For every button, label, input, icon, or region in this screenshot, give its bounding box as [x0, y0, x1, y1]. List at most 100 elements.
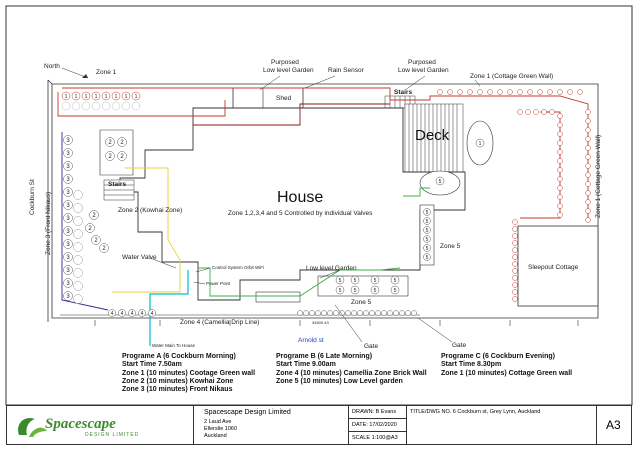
zone-marker — [585, 154, 591, 160]
zone-marker — [118, 309, 126, 317]
zone-marker — [557, 140, 563, 146]
logo-sub: DESIGN LIMITED — [85, 432, 139, 438]
zone-marker-label: 3 — [66, 242, 70, 248]
zone-marker — [339, 310, 345, 316]
zone-marker-label: 1 — [135, 94, 138, 100]
zone-marker-label: 3 — [66, 151, 70, 157]
drawing-title: TITLE/DWG NO. 6 Cockburn st, Grey Lynn, … — [410, 409, 541, 415]
zone-marker-label: 2 — [108, 154, 112, 160]
zone-marker — [512, 275, 518, 281]
house-label: House — [277, 189, 324, 206]
house-outline — [119, 107, 466, 301]
zone-marker — [321, 310, 327, 316]
sleepout-cottage — [517, 225, 599, 307]
sheet-cell: A3 — [596, 406, 632, 444]
zone-marker — [517, 109, 523, 115]
zone-marker-label: 5 — [426, 255, 429, 261]
zone-marker — [297, 310, 303, 316]
zone-marker — [381, 310, 387, 316]
rain-sensor-label: Rain Sensor — [328, 67, 364, 74]
zone-marker — [585, 217, 591, 223]
zone-marker — [73, 190, 83, 200]
zone-marker — [303, 310, 309, 316]
zone-marker — [585, 145, 591, 151]
zone-marker — [447, 89, 453, 95]
zone-marker-label: 3 — [66, 203, 70, 209]
zone-marker — [63, 239, 73, 249]
company-addr2: Ellerslie 1060 — [204, 426, 238, 432]
zone-marker — [557, 194, 563, 200]
zone-marker — [63, 174, 73, 184]
program-b-line: Programe B (6 Late Morning) — [276, 353, 373, 360]
zone-marker-label: 2 — [94, 238, 98, 244]
zone-marker-label: 2 — [120, 154, 124, 160]
zone-marker — [577, 89, 583, 95]
program-a-line: Zone 3 (10 minutes) Front Nikaus — [122, 386, 233, 394]
title-cell: TITLE/DWG NO. 6 Cockburn st, Grey Lynn, … — [406, 406, 596, 444]
north-arrow — [82, 74, 88, 78]
drawing-scale: SCALE 1:100@A3 — [352, 435, 398, 441]
zone-marker-label: 1 — [85, 94, 88, 100]
lowlevel2-label: Low level Garden — [398, 67, 449, 74]
zone-marker — [335, 285, 345, 295]
zone-marker — [73, 268, 83, 278]
zone-marker-label: 1 — [65, 94, 68, 100]
zone-marker-label: 5 — [394, 288, 397, 294]
zone-marker — [467, 89, 473, 95]
zone1-left-label: Zone 1 — [96, 69, 117, 76]
zone-marker — [497, 89, 503, 95]
zone-marker — [370, 275, 380, 285]
zone-marker-label: 2 — [120, 140, 124, 146]
zone5-right-label: Zone 5 — [440, 243, 461, 250]
zone-marker — [73, 216, 83, 226]
title-block: Spacescape DESIGN LIMITED Spacescape Des… — [6, 405, 632, 445]
zone-marker — [333, 310, 339, 316]
zone-marker — [423, 208, 431, 216]
zone-marker — [108, 309, 116, 317]
zone-marker — [73, 229, 83, 239]
zone-marker — [527, 89, 533, 95]
program-b-line: Zone 4 (10 minutes) Camellia Zone Brick … — [276, 369, 427, 377]
zone-marker — [512, 226, 518, 232]
zone-marker — [585, 118, 591, 124]
shed — [232, 87, 304, 109]
stairs-left — [103, 179, 135, 201]
zone-marker-label: 4 — [121, 311, 124, 317]
zone-marker — [117, 137, 127, 147]
zone1-right-label: Zone 1 (Cottage Green Wall) — [595, 134, 602, 218]
zone-marker — [585, 181, 591, 187]
zone-marker-label: 3 — [66, 281, 70, 287]
zone-marker — [101, 101, 111, 111]
water-main-label: Water Main To House — [152, 343, 196, 348]
zone2-label: Zone 2 (Kowhai Zone) — [118, 207, 183, 214]
zone-marker — [351, 310, 357, 316]
zone-marker — [557, 167, 563, 173]
deck — [404, 103, 464, 173]
zone-marker — [369, 310, 375, 316]
zone-marker — [512, 268, 518, 274]
zone-marker — [121, 101, 131, 111]
zone-marker-label: 3 — [66, 190, 70, 196]
program-a-line: Zone 1 (10 minutes) Cootage Green wall — [122, 369, 256, 377]
zone-marker — [557, 176, 563, 182]
zone-marker-label: 3 — [66, 255, 70, 261]
zone-marker — [327, 310, 333, 316]
zone-marker — [81, 101, 91, 111]
shed-label: Shed — [276, 95, 292, 102]
zone-marker — [85, 223, 95, 233]
zone-marker — [393, 310, 399, 316]
zone-marker — [63, 187, 73, 197]
zone-marker — [477, 89, 483, 95]
zone-marker — [387, 310, 393, 316]
program-a: Programe A (6 Cockburn Morning) Start Ti… — [122, 353, 255, 394]
zone1-cottage-label: Zone 1 (Cottage Green Wall) — [470, 73, 554, 80]
boundary-ticks — [94, 320, 579, 326]
zone-marker-label: 3 — [66, 177, 70, 183]
stairs-top-label: Stairs — [394, 89, 413, 96]
property-boundary — [47, 79, 599, 322]
zone-marker — [61, 91, 71, 101]
zone-marker-label: 5 — [439, 179, 442, 185]
zone-marker — [111, 101, 121, 111]
zone-marker-label: 1 — [95, 94, 98, 100]
